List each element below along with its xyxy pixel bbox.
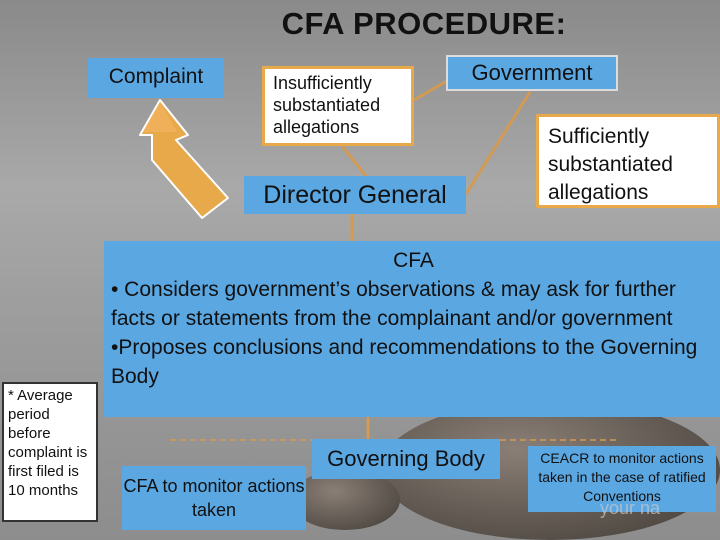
cfa-point-proposes: •Proposes conclusions and recommendation… [111, 336, 698, 388]
government-label: Government [471, 60, 593, 85]
director-general-box: Director General [244, 176, 466, 214]
sufficient-allegations-box: Sufficiently substantiated allegations [536, 114, 720, 208]
governing-body-box: Governing Body [312, 439, 500, 479]
cfa-point-considers: • Considers government’s observations & … [111, 278, 676, 330]
cfa-box: CFA • Considers government’s observation… [104, 241, 720, 417]
page-title: CFA PROCEDURE: [281, 6, 567, 41]
connector-government-dg [464, 91, 532, 195]
ceacr-label: CEACR to monitor actions taken in the ca… [538, 450, 706, 504]
note-text: * Average period before complaint is fir… [8, 387, 88, 499]
connector-insufficient-dg [340, 145, 368, 177]
cfa-monitor-box: CFA to monitor actions taken [122, 466, 306, 530]
cfa-monitor-label: CFA to monitor actions taken [123, 476, 305, 520]
complaint-arrow-head [143, 102, 177, 132]
background-rock [290, 470, 400, 530]
insufficient-allegations-box: Insufficiently substantiated allegations [262, 66, 414, 146]
complaint-box: Complaint [88, 58, 224, 98]
government-box: Government [446, 55, 618, 91]
governing-body-label: Governing Body [327, 446, 485, 471]
complaint-label: Complaint [108, 65, 204, 88]
background-text-fragment: your na [600, 498, 661, 518]
sufficient-label: Sufficiently substantiated allegations [548, 125, 673, 204]
connector-government-insufficient [413, 76, 453, 102]
average-period-note: * Average period before complaint is fir… [2, 382, 98, 522]
ceacr-box: CEACR to monitor actions taken in the ca… [528, 446, 716, 512]
insufficient-label: Insufficiently substantiated allegations [273, 73, 381, 137]
cfa-heading: CFA [393, 249, 434, 272]
director-general-label: Director General [263, 181, 447, 209]
